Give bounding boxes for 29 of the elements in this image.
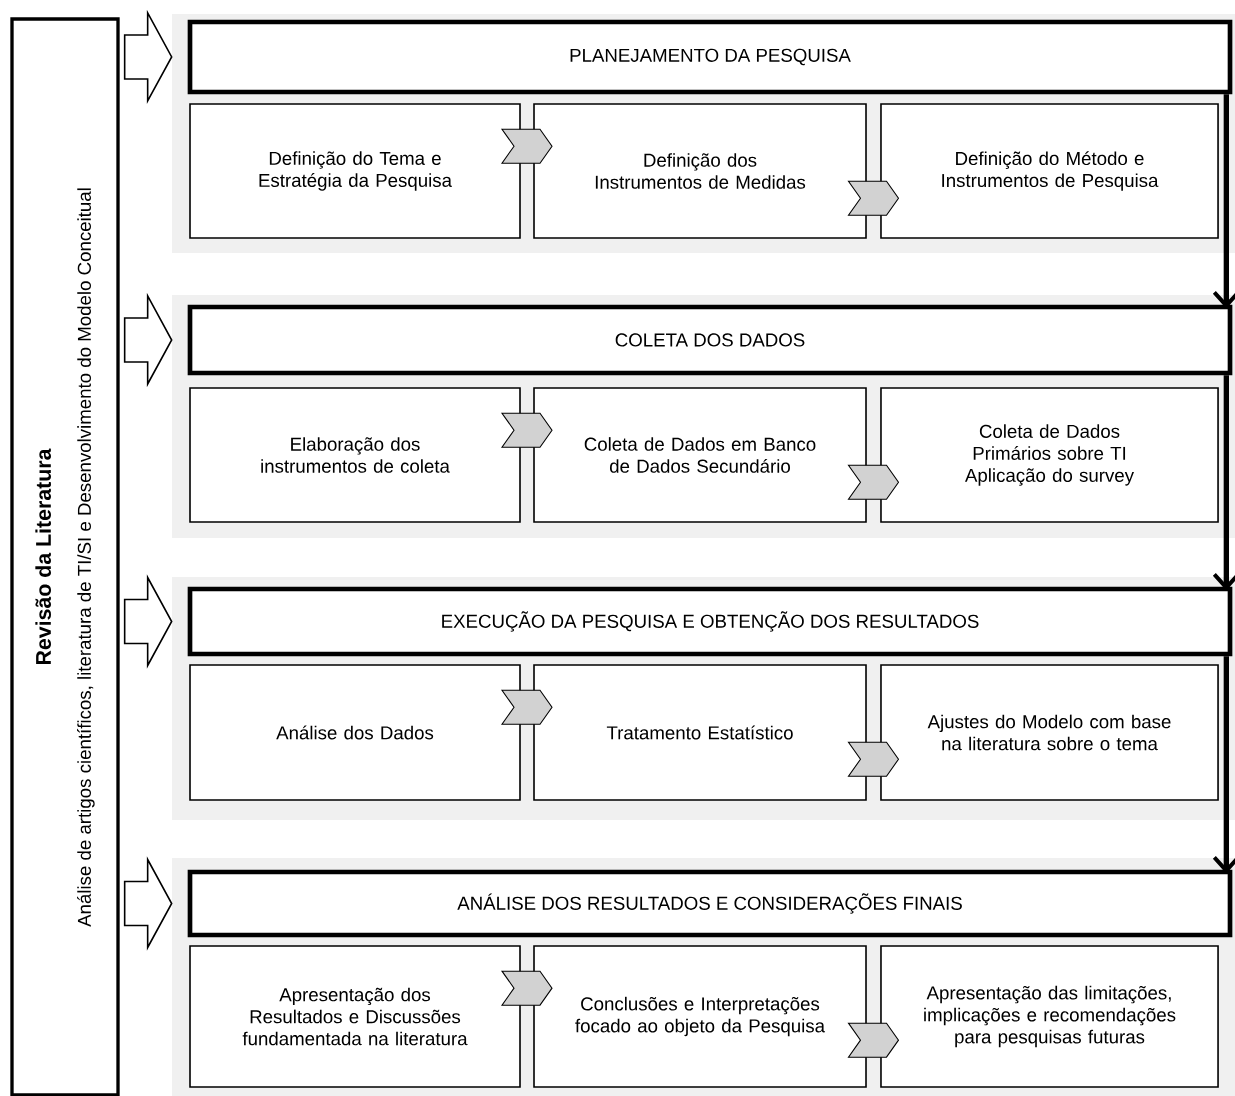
step-box: Definição dos Instrumentos de Medidas	[533, 103, 867, 239]
step-box: Apresentação das limitações, implicações e recomendações para pesquisas futuras	[880, 945, 1219, 1088]
stage-header: ANÁLISE DOS RESULTADOS E CONSIDERAÇÕES FINAIS	[187, 869, 1233, 938]
chevron-arrow	[500, 970, 553, 1006]
step-box: Coleta de Dados Primários sobre TI Aplicação do survey	[880, 387, 1219, 523]
chevron-arrow	[847, 1022, 900, 1058]
chevron-arrow	[847, 464, 900, 500]
chevron-arrow	[847, 741, 900, 777]
step-box: Coleta de Dados em Banco de Dados Secundário	[533, 387, 867, 523]
side-box: Revisão da Literatura Análise de artigos científicos, literatura de TI/SI e Desenvolvimento do Modelo Conceitual	[10, 17, 120, 1096]
chevron-arrow	[500, 128, 553, 164]
chevron-arrow	[500, 689, 553, 725]
step-box: Definição do Método e Instrumentos de Pesquisa	[880, 103, 1219, 239]
step-box: Ajustes do Modelo com base na literatura sobre o tema	[880, 664, 1219, 801]
step-box: Tratamento Estatístico	[533, 664, 867, 801]
chevron-arrow	[500, 412, 553, 448]
step-box: Apresentação dos Resultados e Discussões fundamentada na literatura	[189, 945, 521, 1088]
block-arrow	[123, 574, 173, 669]
chevron-arrow	[847, 180, 900, 216]
step-box: Análise dos Dados	[189, 664, 521, 801]
stage-header: PLANEJAMENTO DA PESQUISA	[187, 19, 1233, 95]
stage-header: COLETA DOS DADOS	[187, 304, 1233, 376]
step-box: Conclusões e Interpretações focado ao objeto da Pesquisa	[533, 945, 867, 1088]
block-arrow	[123, 292, 173, 388]
step-box: Elaboração dos instrumentos de coleta	[189, 387, 521, 523]
block-arrow	[123, 9, 173, 105]
stage-header: EXECUÇÃO DA PESQUISA E OBTENÇÃO DOS RESULTADOS	[187, 586, 1233, 657]
step-box: Definição do Tema e Estratégia da Pesquisa	[189, 103, 521, 239]
block-arrow	[123, 856, 173, 951]
